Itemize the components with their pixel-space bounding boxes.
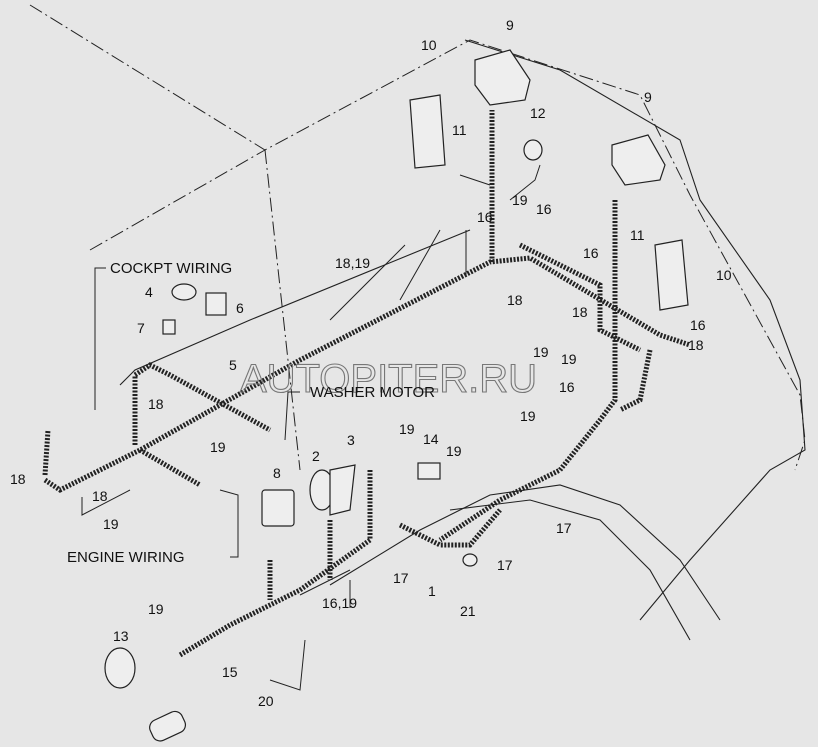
callout-number: 10 <box>716 267 732 283</box>
callout-number: 3 <box>347 432 355 448</box>
callout-number: 2 <box>312 448 320 464</box>
tail-lamp-right <box>654 239 689 311</box>
callout-number: 14 <box>423 431 439 447</box>
callout-number: 16 <box>477 209 493 225</box>
components <box>104 49 689 742</box>
callout-number: 19 <box>561 351 577 367</box>
callout-number: 19 <box>512 192 528 208</box>
part-3 <box>329 464 356 516</box>
callout-number: 16 <box>690 317 706 333</box>
callout-number: 12 <box>530 105 546 121</box>
rear-lamp-left <box>474 49 531 106</box>
part-15-end <box>149 710 187 742</box>
callout-number: 6 <box>236 300 244 316</box>
callout-number: 9 <box>506 17 514 33</box>
callout-number: 17 <box>556 520 572 536</box>
callout-number: 18 <box>148 396 164 412</box>
callout-number: 18 <box>92 488 108 504</box>
label-washer-motor: WASHER MOTOR <box>310 384 435 401</box>
callout-number: 20 <box>258 693 274 709</box>
part-13 <box>104 647 136 689</box>
callout-number: 18 <box>507 292 523 308</box>
callout-number: 1 <box>428 583 436 599</box>
leader-lines <box>81 229 467 608</box>
callout-number: 10 <box>421 37 437 53</box>
label-cockpit-wiring: COCKPT WIRING <box>110 260 232 277</box>
part-6 <box>205 292 227 316</box>
callout-number: 19 <box>533 344 549 360</box>
callout-number: 18 <box>10 471 26 487</box>
callout-number: 8 <box>273 465 281 481</box>
callout-number: 21 <box>460 603 476 619</box>
callout-number: 16,19 <box>322 595 357 611</box>
callout-number: 7 <box>137 320 145 336</box>
part-12 <box>523 139 543 161</box>
part-21 <box>462 553 478 567</box>
part-14 <box>417 462 441 480</box>
callout-number: 18 <box>688 337 704 353</box>
callout-number: 19 <box>520 408 536 424</box>
callout-number: 11 <box>452 122 467 138</box>
callout-number: 5 <box>229 357 237 373</box>
watermark: AUTOPITER.RU <box>240 357 537 401</box>
vehicle-body-outline <box>29 4 806 641</box>
callout-number: 19 <box>446 443 462 459</box>
callout-number: 15 <box>222 664 238 680</box>
wiring-harness <box>42 110 691 658</box>
callout-number: 16 <box>559 379 575 395</box>
callout-number: 16 <box>536 201 552 217</box>
callout-number: 17 <box>497 557 513 573</box>
callout-number: 19 <box>399 421 415 437</box>
callout-number: 17 <box>393 570 409 586</box>
callout-number: 19 <box>103 516 119 532</box>
callout-number: 19 <box>210 439 226 455</box>
part-8 <box>261 489 295 527</box>
callout-number: 18,19 <box>335 255 370 271</box>
callout-number: 16 <box>583 245 599 261</box>
callout-number: 9 <box>644 89 652 105</box>
callout-number: 18 <box>572 304 588 320</box>
callout-number: 19 <box>148 601 164 617</box>
rear-lamp-right <box>611 134 666 186</box>
callout-number: 13 <box>113 628 129 644</box>
tail-lamp-left <box>409 94 446 169</box>
part-7 <box>162 319 176 335</box>
label-engine-wiring: ENGINE WIRING <box>67 549 185 566</box>
part-4 <box>171 283 197 301</box>
callout-number: 4 <box>145 284 153 300</box>
callout-number: 11 <box>630 227 645 243</box>
